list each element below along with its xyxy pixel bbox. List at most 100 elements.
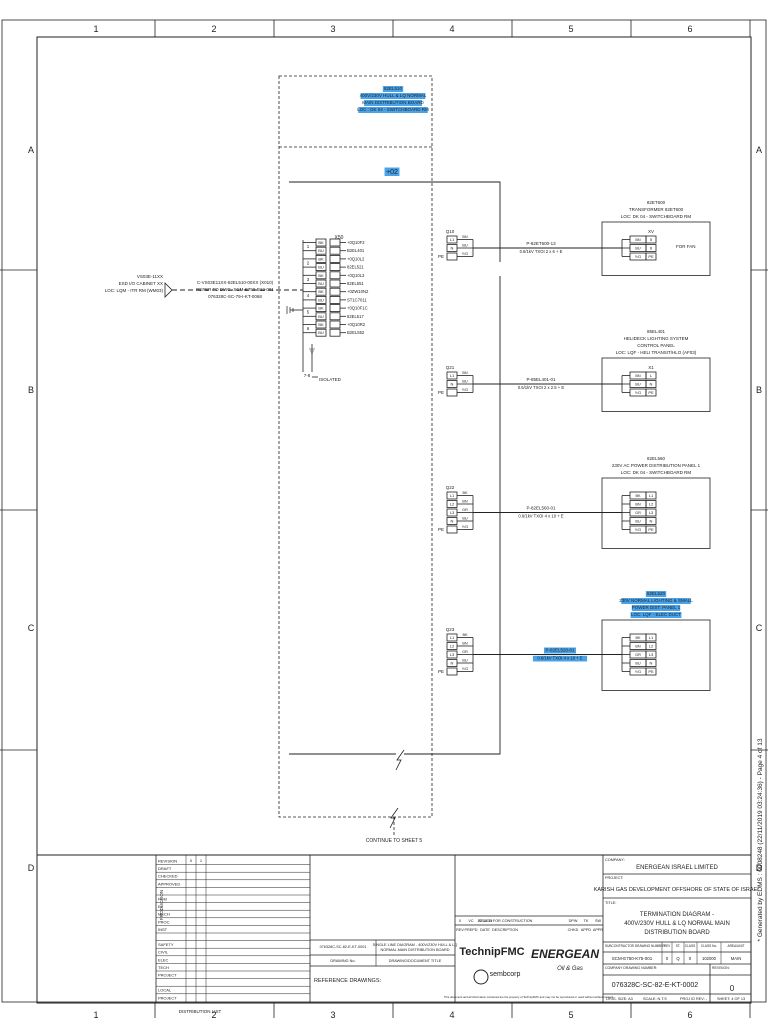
company-name: ENERGEAN ISRAEL LIMITED [636,865,718,871]
edms-stamp: * Generated by EDMS : 0008248 (22/11/201… [757,738,764,941]
terminal-cell [645,650,657,659]
terminal-cell [645,252,657,261]
core-colour: Y/G [462,525,469,529]
cable-spec: 0.6/1kV TXOI 2 x 2.5 + E [518,385,565,390]
company-heading: COMPANY: [605,858,625,862]
contractor-drawing-no: SCM-E750-K75-001 [612,956,653,961]
revision-heading: REVISION: [712,966,730,970]
destination-terminal: PE [648,254,654,259]
approval-row-label: SAFETY [158,942,174,947]
terminal-cell [446,252,458,261]
terminal-cell [645,667,657,676]
terminal-cell [446,525,458,534]
zone-column-label: 2 [211,1010,216,1020]
rev-box-value: 0 [689,956,692,961]
outer-frame [1,19,767,1003]
destination-terminal-header: X1 [648,365,654,370]
approval-row-label: PROJECT [158,995,177,1000]
destination-terminal: N [650,519,653,524]
rev-box-header: CLASS [685,944,695,948]
destination-terminal: PE [648,390,654,395]
revision-header: REV [456,928,464,932]
core-colour: BU [635,383,641,387]
board-title: 400V/230V HULL & LQ NORMAL [360,93,427,98]
isolated-label: ISOLATED [319,377,342,382]
zone-column-label: 3 [330,24,335,34]
terminal-cell [329,246,341,255]
zone-column-label: 4 [449,24,454,34]
destination-title: LOC: DK 04 - SWITCHBOARD RM [621,214,692,219]
highlight-mark [543,647,577,654]
pin-number: 6 [307,326,310,331]
drawing-title: 400V/230V HULL & LQ NORMAL MAIN [624,921,730,927]
highlight-mark [630,612,682,618]
breaker-label: Q10 [446,229,455,234]
approval-row-label: LOCAL [158,988,172,993]
terminal-cell [329,304,341,313]
signal-label: 82EL521 [347,265,364,270]
terminal-cell [446,388,458,397]
energean-logo-sub: Oil & Gas [557,966,583,972]
core-colour: BU [462,244,468,248]
revision-entry: DPW [569,919,578,923]
destination-terminal: L2 [649,644,654,649]
pe-mark: PE [438,669,444,674]
signal-label: +0Q10F2 [347,240,365,245]
core-colour: BK [462,633,468,637]
revision-entry: 22.11.19 [478,919,493,923]
zone-column-label: 6 [687,1010,692,1020]
core-colour: BU [318,330,324,335]
continue-note: CONTINUE TO SHEET 5 [366,838,423,844]
signal-label: B2EL552 [347,330,365,335]
footer-field: ORIG. SIZE: A3 [606,997,633,1001]
rev-box-value: Q [676,956,680,961]
approval-row-label: PROC [158,919,170,924]
destination-title: LOC: DK 04 - SWITCHBOARD RM [621,470,692,475]
reference-drawing-title: SINGLE LINE DIAGRAM - 400V/230V HULL & L… [373,943,458,947]
approval-row-label: DRAFT [158,866,172,871]
zone-row-label: A [28,145,34,155]
cable-id: P-82EL520-01 [545,648,575,653]
approval-row-label: CHECKED [158,874,178,879]
rev-box-header: REV [664,944,671,948]
destination-terminal: L [650,373,653,378]
destination-terminal: L1 [649,493,654,498]
cable-spec: 0.6/1kV TXOI 2 x 6 + E [520,249,563,254]
incoming-source-label: VS03E-11XX [137,274,163,279]
company-drawing-no: 076328C-SC-82-E-KT-0002 [612,982,698,989]
signal-label: 82EL551 [347,281,364,286]
terminal-cell [329,271,341,280]
breaker-terminal: L2 [450,644,455,649]
core-colour: BK [462,491,468,495]
revision-value: 0 [730,984,735,993]
legal-note: This document and all information contai… [444,995,614,999]
terminal-cell [645,659,657,667]
terminal-block-header: X50 [335,235,344,241]
core-colour: BU [318,297,324,302]
destination-terminal: N [650,382,653,387]
incoming-cable-label: 076328C-SC-79-I-KT-0068 [208,294,262,299]
terminal-cell [446,667,458,676]
destination-title: 82EL560 [647,456,666,461]
zone-column-label: 5 [568,24,573,34]
cable-spec: 0.6/1kV TXOI 4 x 10 + E [518,514,563,519]
core-colour: Y/G [635,391,642,395]
zone-row-label: D [756,863,763,873]
terminal-cell [645,633,657,642]
core-colour: BK [318,240,324,245]
revision-header: DATE [480,928,490,932]
highlight-mark [382,86,404,92]
incoming-cable-label: REFER TO DWG. SCM-E750-B12-001 [196,287,274,292]
incoming-source-label: ESD I/O CABINET XX [119,281,163,286]
destination-note: FOR FAN [676,244,696,249]
core-colour: GR [635,511,641,515]
break-mark [395,749,405,771]
board-title: 82EL510 [384,86,403,91]
terminal-cell [329,312,341,321]
approval-row-label: INST [158,927,168,932]
core-colour: GR [635,653,641,657]
zone-row-label: C [756,623,763,633]
destination-title: POWER DIST. PANEL 1 [632,605,681,610]
rev-box-value: 0 [666,956,669,961]
